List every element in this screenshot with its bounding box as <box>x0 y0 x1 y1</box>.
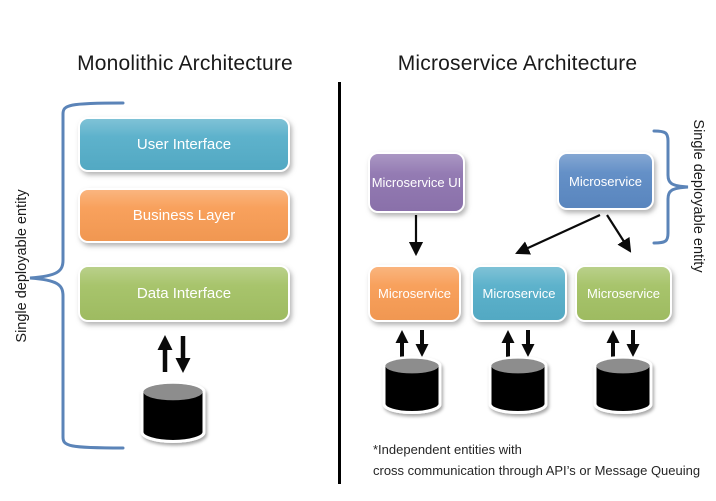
microservice-green-box: Microservice <box>575 265 672 322</box>
microservice-green-label: Microservice <box>587 286 660 301</box>
left-bracket-label: Single deployable entity <box>14 189 30 343</box>
arrow-blue-to-green <box>606 214 632 253</box>
microservice-ui-label: Microservice UI <box>371 175 462 190</box>
microservice-orange-box: Microservice <box>368 265 461 322</box>
updown-arrows-teal <box>501 330 535 357</box>
microservice-teal-box: Microservice <box>471 265 567 322</box>
updown-arrows-monolith <box>157 335 191 373</box>
microservice-orange-label: Microservice <box>378 286 451 301</box>
database-icon-teal <box>488 356 548 414</box>
layer-user-interface-label: User Interface <box>136 136 232 153</box>
arrow-blue-to-teal <box>515 213 601 255</box>
microservice-gateway-label: Microservice <box>569 173 642 189</box>
layer-business-layer-label: Business Layer <box>132 207 236 224</box>
updown-arrows-green <box>606 330 640 357</box>
database-icon-green <box>593 356 653 414</box>
layer-data-interface-label: Data Interface <box>136 285 232 302</box>
footnote: *Independent entities with cross communi… <box>373 439 700 481</box>
divider-line <box>338 82 341 484</box>
layer-business-layer: Business Layer <box>78 188 290 243</box>
microservice-title: Microservice Architecture <box>397 52 638 75</box>
footnote-line-1: *Independent entities with <box>373 442 522 457</box>
layer-data-interface: Data Interface <box>78 265 290 322</box>
updown-arrows-orange <box>395 330 429 357</box>
microservice-teal-label: Microservice <box>482 286 556 301</box>
right-brace-icon <box>652 129 689 245</box>
microservice-ui-box: Microservice UI <box>368 152 465 213</box>
microservice-gateway-box: Microservice <box>557 152 654 210</box>
right-bracket-label: Single deployable entity <box>690 119 706 273</box>
monolithic-title: Monolithic Architecture <box>77 52 293 75</box>
layer-user-interface: User Interface <box>78 117 290 172</box>
database-icon-monolith <box>140 381 206 443</box>
footnote-line-2: cross communication through API’s or Mes… <box>373 463 701 478</box>
database-icon-orange <box>382 356 442 414</box>
